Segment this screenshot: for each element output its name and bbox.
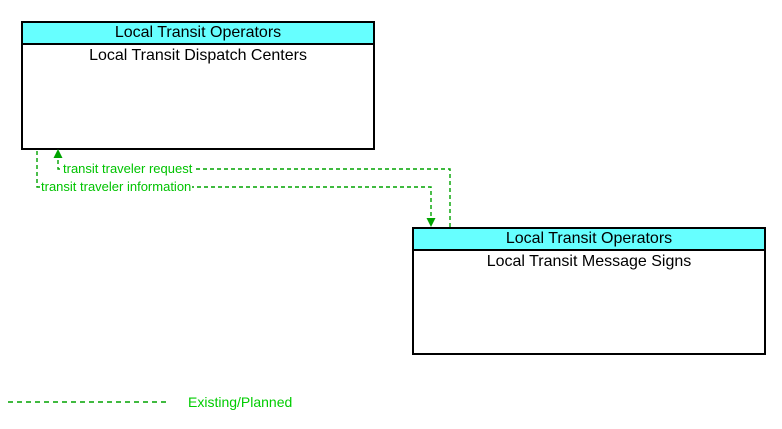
entity-header: Local Transit Operators	[23, 23, 373, 45]
arrowhead-up-into-dispatch	[53, 149, 63, 158]
flow-label-transit-traveler-request[interactable]: transit traveler request	[62, 161, 194, 176]
entity-header: Local Transit Operators	[414, 229, 764, 251]
legend-label-existing-planned: Existing/Planned	[188, 394, 293, 410]
entity-box-dispatch-centers[interactable]: Local Transit Operators Local Transit Di…	[21, 21, 375, 150]
entity-title: Local Transit Dispatch Centers	[89, 47, 307, 64]
entity-box-message-signs[interactable]: Local Transit Operators Local Transit Me…	[412, 227, 766, 355]
arrowhead-down-into-signs	[426, 218, 436, 227]
entity-title: Local Transit Message Signs	[486, 253, 692, 270]
flow-label-transit-traveler-information[interactable]: transit traveler information	[40, 179, 193, 194]
